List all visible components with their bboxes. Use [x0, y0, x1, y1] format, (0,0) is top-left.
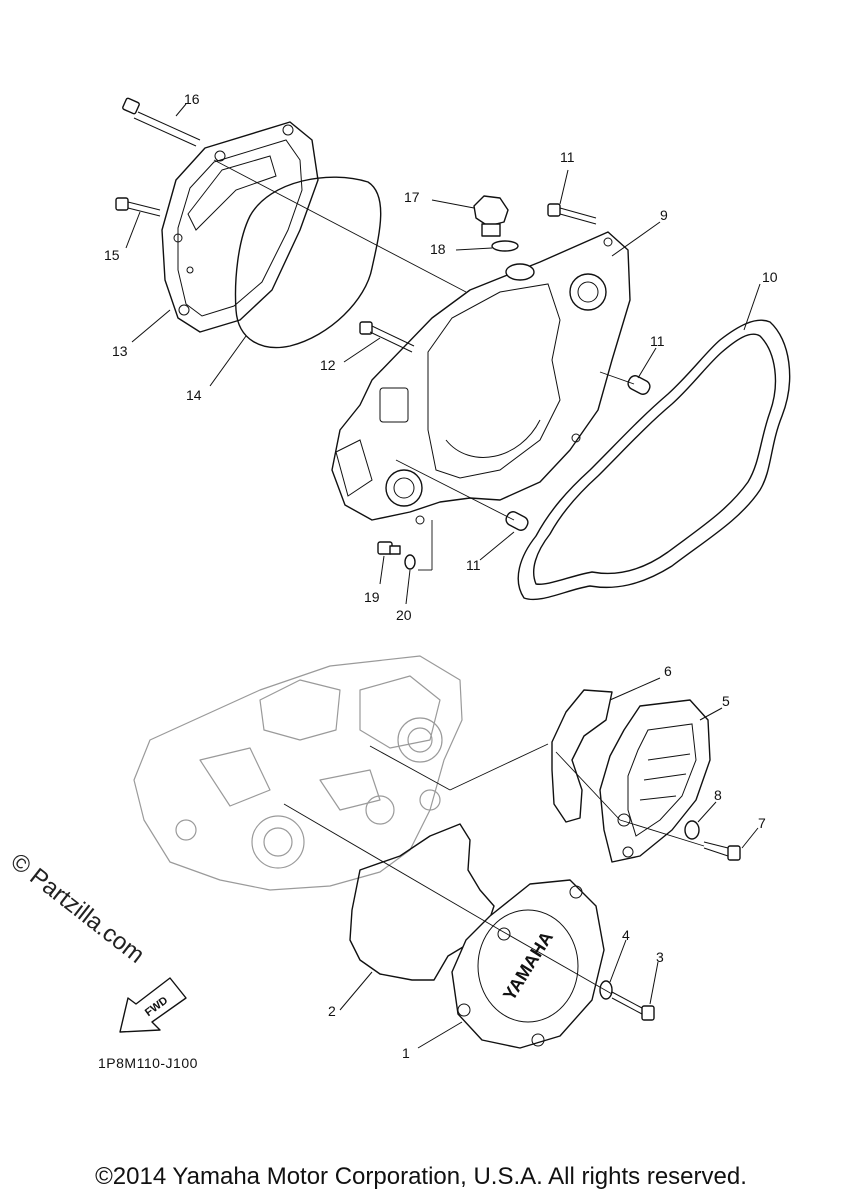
part-16-bolt: [115, 197, 161, 217]
copyright-notice: ©2014 Yamaha Motor Corporation, U.S.A. A…: [95, 1163, 747, 1190]
callout-16: 15: [104, 247, 120, 263]
callout-10: 10: [762, 269, 778, 285]
part-20-drain-bolt: [377, 541, 401, 555]
callout-12: 11: [560, 149, 575, 165]
callout-9: 9: [660, 207, 668, 223]
callout-21: 20: [396, 607, 412, 623]
part-19-o-ring: [491, 240, 519, 252]
callout-numbers: 16 11 17 9 18 15 10 11 13 12 14 11 19 20…: [104, 91, 778, 1061]
callout-14: 13: [112, 343, 128, 359]
callout-11-lower: 11: [466, 557, 481, 573]
assembly-axis-lines: [213, 159, 705, 995]
part-14-clutch-cover: [161, 121, 319, 333]
part-6-gasket: [551, 689, 613, 823]
diagram-code: 1P8M110-J100: [98, 1055, 198, 1071]
callout-19: 18: [430, 241, 446, 257]
part-9-crankcase-cover: [331, 231, 631, 525]
part-21-gasket-washer: [404, 554, 416, 570]
part-10-gasket-inner: [532, 333, 777, 585]
callout-3: 3: [656, 949, 664, 965]
callout-17: 16: [184, 91, 200, 107]
callout-4: 4: [622, 927, 630, 943]
part-17-bolt: [122, 97, 201, 147]
callout-5: 5: [722, 693, 730, 709]
part-4-washer: [599, 980, 613, 1000]
callout-15: 14: [186, 387, 202, 403]
crankcase-outline-ghost: [133, 655, 463, 891]
part-15-cover-seal: [234, 176, 382, 349]
forward-direction-arrow-icon: FWD: [119, 977, 187, 1033]
part-11-dowel-pin-lower: [505, 511, 529, 531]
callout-1: 1: [402, 1045, 410, 1061]
callout-18: 17: [404, 189, 420, 205]
callout-13: 12: [320, 357, 336, 373]
part-7-bolt: [703, 841, 741, 861]
part-1-ignition-cover: YAMAHA: [451, 879, 605, 1049]
part-12-bolt: [547, 203, 597, 225]
callout-2: 2: [328, 1003, 336, 1019]
part-10-crankcase-gasket: [517, 319, 791, 601]
part-8-washer: [684, 820, 700, 840]
part-3-bolt: [611, 991, 655, 1021]
callout-8: 8: [714, 787, 722, 803]
callout-11-upper: 11: [650, 333, 665, 349]
callout-20: 19: [364, 589, 380, 605]
part-13-bolt: [359, 321, 415, 353]
callout-7: 7: [758, 815, 766, 831]
part-5-crankcase-cover: [599, 699, 711, 863]
callout-6: 6: [664, 663, 672, 679]
part-18-oil-filler-plug: [473, 195, 509, 237]
leader-lines: [125, 103, 761, 1049]
part-11-dowel-pin-upper: [627, 375, 651, 395]
